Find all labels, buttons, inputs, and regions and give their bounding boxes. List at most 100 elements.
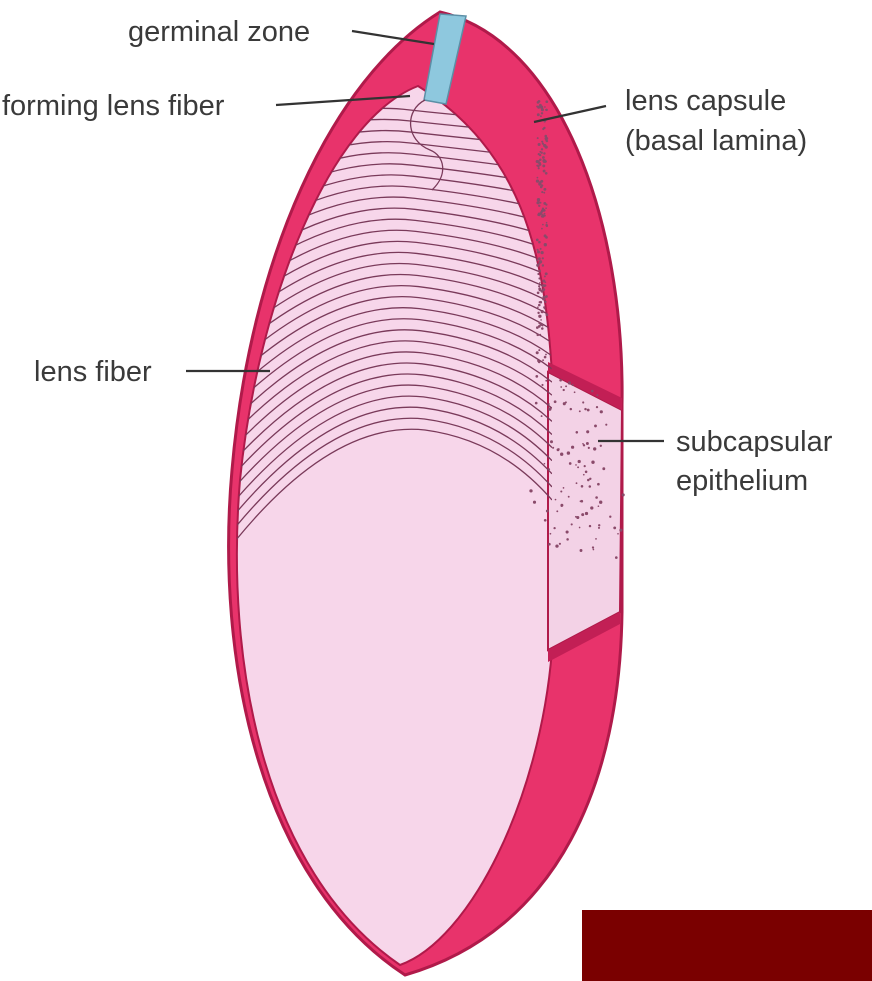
epithelium-dot: [537, 106, 540, 109]
epithelium-dot: [539, 334, 541, 336]
epithelium-dot: [540, 115, 542, 117]
epithelium-dot: [537, 312, 539, 314]
epithelium-dot: [539, 288, 542, 291]
epithelium-dot: [537, 214, 539, 216]
epithelium-dot: [585, 471, 588, 474]
epithelium-dot: [537, 177, 539, 179]
epithelium-dot: [581, 513, 584, 516]
epithelium-dot: [545, 172, 548, 175]
epithelium-dot: [541, 184, 543, 186]
epithelium-dot: [541, 327, 544, 330]
epithelium-dot: [543, 188, 546, 191]
epithelium-dot: [577, 466, 579, 468]
epithelium-dot: [580, 500, 583, 503]
epithelium-dot: [591, 390, 594, 393]
label-basal-lamina: (basal lamina): [625, 125, 807, 157]
epithelium-dot: [569, 462, 572, 465]
epithelium-dot: [554, 400, 557, 403]
epithelium-dot: [593, 549, 595, 551]
epithelium-dot: [585, 512, 588, 515]
epithelium-dot: [563, 402, 566, 405]
epithelium-dot: [536, 179, 539, 182]
epithelium-dot: [571, 446, 574, 449]
epithelium-dot: [568, 496, 570, 498]
epithelium-dot: [533, 501, 536, 504]
epithelium-dot: [589, 485, 592, 488]
label-lens-fiber: lens fiber: [34, 356, 152, 388]
label-lens-capsule: lens capsule: [625, 85, 786, 117]
epithelium-dot: [543, 152, 545, 154]
epithelium-dot: [537, 201, 540, 204]
epithelium-dot: [552, 447, 554, 449]
label-forming-lens-fiber: forming lens fiber: [2, 90, 225, 122]
epithelium-dot: [596, 406, 598, 408]
epithelium-dot: [544, 519, 547, 522]
epithelium-dot: [541, 152, 543, 154]
epithelium-dot: [541, 209, 544, 212]
epithelium-dot: [541, 148, 543, 150]
epithelium-dot: [619, 529, 622, 532]
epithelium-dot: [560, 504, 563, 507]
epithelium-dot: [541, 415, 543, 417]
label-epithelium: epithelium: [676, 465, 808, 497]
epithelium-dot: [536, 239, 539, 242]
epithelium-dot: [538, 162, 541, 165]
epithelium-dot: [545, 281, 547, 283]
epithelium-dot: [542, 156, 545, 159]
epithelium-dot: [544, 301, 546, 303]
epithelium-dot: [613, 526, 616, 529]
epithelium-dot: [584, 465, 586, 467]
epithelium-dot: [583, 474, 585, 476]
epithelium-dot: [566, 538, 569, 541]
epithelium-dot: [536, 326, 539, 329]
epithelium-dot: [548, 403, 550, 405]
epithelium-dot: [589, 525, 591, 527]
epithelium-dot: [541, 191, 543, 193]
epithelium-dot: [568, 381, 571, 384]
epithelium-dot: [541, 384, 543, 386]
epithelium-dot: [542, 359, 544, 361]
epithelium-dot: [565, 385, 567, 387]
epithelium-dot: [538, 241, 541, 244]
epithelium-dot: [598, 505, 600, 507]
epithelium-dot: [563, 389, 565, 391]
epithelium-dot: [540, 248, 542, 250]
epithelium-dot: [600, 445, 602, 447]
epithelium-dot: [529, 489, 532, 492]
epithelium-dot: [538, 100, 541, 103]
epithelium-dot: [579, 527, 581, 529]
epithelium-dot: [599, 501, 602, 504]
epithelium-dot: [541, 112, 543, 114]
epithelium-dot: [602, 467, 605, 470]
epithelium-dot: [545, 295, 548, 298]
epithelium-dot: [535, 375, 538, 378]
epithelium-dot: [550, 533, 552, 535]
epithelium-dot: [544, 356, 547, 359]
epithelium-dot: [544, 284, 546, 286]
epithelium-dot: [538, 304, 541, 307]
label-germinal-zone: germinal zone: [128, 16, 310, 48]
epithelium-dot: [537, 113, 540, 116]
epithelium-dot: [557, 448, 560, 451]
epithelium-dot: [588, 447, 590, 449]
epithelium-dot: [571, 523, 573, 525]
epithelium-dot: [556, 510, 558, 512]
epithelium-dot: [574, 391, 576, 393]
epithelium-dot: [548, 468, 550, 470]
epithelium-dot: [538, 205, 540, 207]
epithelium-dot: [595, 496, 598, 499]
epithelium-dot: [536, 165, 538, 167]
epithelium-dot: [587, 409, 590, 412]
epithelium-dot: [591, 461, 594, 464]
epithelium-dot: [545, 100, 548, 103]
epithelium-dot: [572, 384, 574, 386]
epithelium-dot: [543, 296, 546, 299]
epithelium-dot: [597, 483, 600, 486]
epithelium-dot: [538, 277, 540, 279]
epithelium-dot: [595, 538, 597, 540]
epithelium-dot: [567, 451, 570, 454]
epithelium-dot: [592, 546, 594, 548]
epithelium-dot: [575, 464, 577, 466]
lens-body: [237, 86, 552, 965]
